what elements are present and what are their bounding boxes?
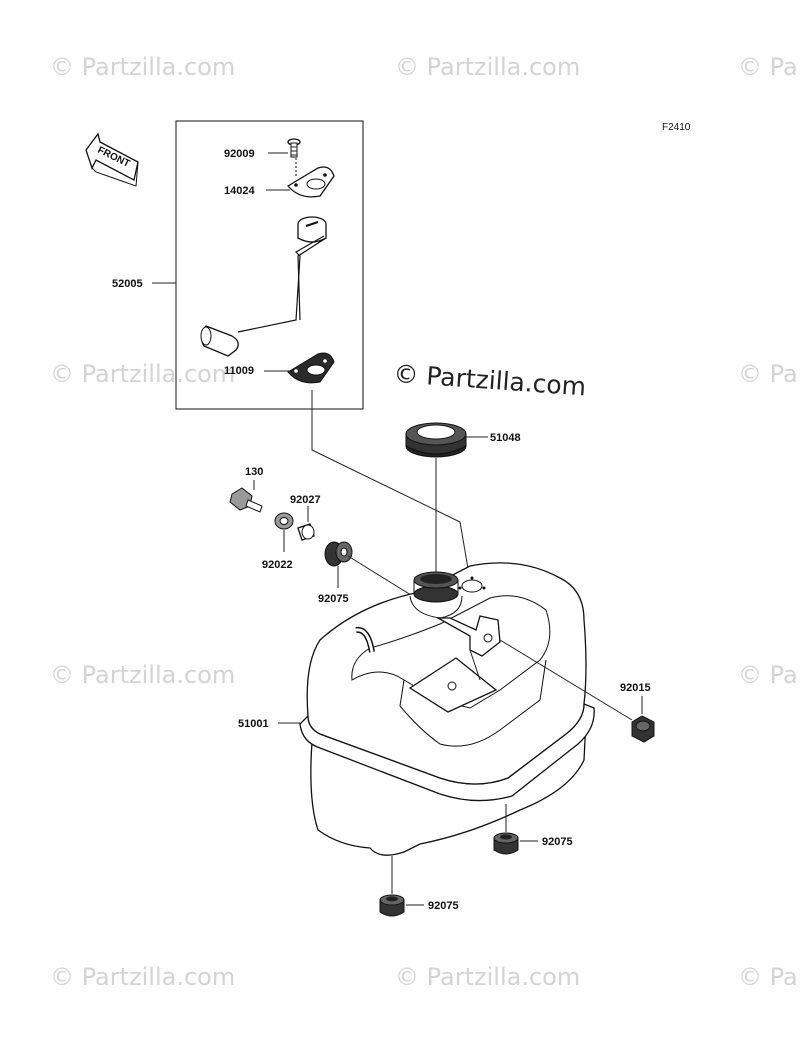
watermark: © Partzilla.com bbox=[50, 360, 235, 388]
watermark: © Partzilla.com bbox=[50, 963, 235, 991]
bolt-130 bbox=[229, 487, 263, 513]
label-52005: 52005 bbox=[112, 278, 143, 290]
label-92075: 92075 bbox=[318, 593, 349, 605]
watermark-layer: © Partzilla.com © Partzilla.com © Partzi… bbox=[50, 53, 800, 991]
sender-assembly-box bbox=[175, 120, 364, 410]
grommet-92075-upper bbox=[324, 541, 353, 567]
label-92022: 92022 bbox=[262, 559, 293, 571]
label-92009: 92009 bbox=[224, 148, 255, 160]
watermark: © Partzilla.com bbox=[50, 661, 235, 689]
fuel-cap-51048 bbox=[405, 422, 467, 458]
nut-92015 bbox=[631, 715, 655, 743]
figure-code: F2410 bbox=[662, 122, 691, 133]
label-92075: 92075 bbox=[428, 900, 459, 912]
grommet-92075-bottom bbox=[379, 894, 405, 917]
watermark: © Partzilla.com bbox=[738, 360, 800, 388]
watermark: © Partzilla.com bbox=[738, 963, 800, 991]
watermark-main: © Partzilla.com bbox=[393, 359, 587, 401]
label-51048: 51048 bbox=[490, 432, 521, 444]
label-130: 130 bbox=[245, 466, 263, 478]
label-11009: 11009 bbox=[224, 365, 254, 377]
label-92075: 92075 bbox=[542, 836, 573, 848]
collar-92027 bbox=[297, 523, 315, 541]
watermark: © Partzilla.com bbox=[395, 963, 580, 991]
label-92015: 92015 bbox=[620, 682, 651, 694]
label-92027: 92027 bbox=[290, 494, 321, 506]
watermark: © Partzilla.com bbox=[50, 53, 235, 81]
grommet-92075-right bbox=[493, 832, 519, 855]
watermark: © Partzilla.com bbox=[738, 53, 800, 81]
fuel-tank-51001 bbox=[299, 562, 595, 856]
screw-92009 bbox=[287, 138, 301, 158]
watermark: © Partzilla.com bbox=[738, 661, 800, 689]
plate-14024 bbox=[287, 166, 335, 198]
fuel-sender-52005 bbox=[200, 216, 327, 357]
watermark: © Partzilla.com bbox=[395, 53, 580, 81]
gasket-11009 bbox=[287, 352, 335, 384]
label-51001: 51001 bbox=[238, 718, 269, 730]
washer-92022 bbox=[274, 512, 294, 530]
label-14024: 14024 bbox=[224, 185, 255, 197]
front-arrow-icon: FRONT bbox=[85, 132, 139, 187]
